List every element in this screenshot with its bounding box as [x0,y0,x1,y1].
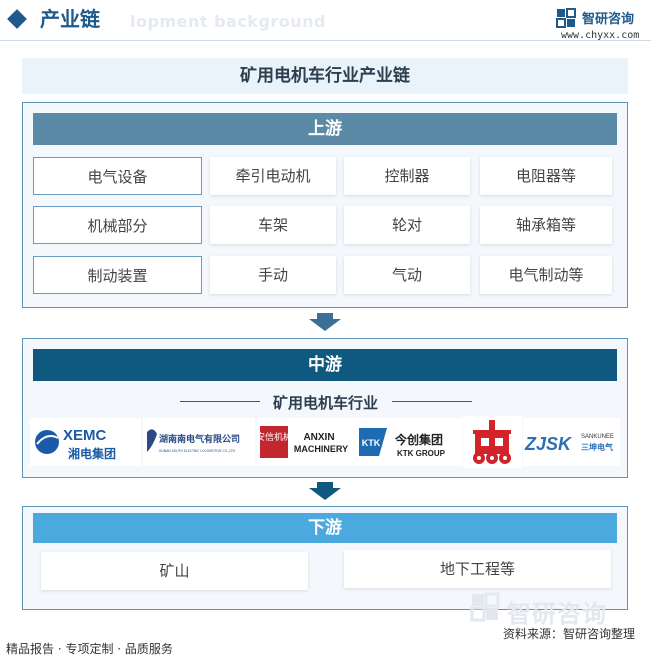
page-title: 产业链 [40,7,100,31]
anxin-logo-subtext: MACHINERY [294,444,348,454]
hunan-south-logo-text: 湖南南电气有限公司 [159,433,240,445]
flow-arrow-down-icon [309,482,341,500]
downstream-cell: 地下工程等 [344,550,611,588]
downstream-cell: 矿山 [41,552,308,590]
upstream-cell: 牵引电动机 [210,157,336,195]
diagram-title: 矿用电机车行业产业链 [22,58,628,94]
upstream-cell: 控制器 [344,157,470,195]
upstream-cell-head: 制动装置 [33,256,202,294]
anxin-seal-text: 安信机械 [257,431,292,443]
upstream-cell: 车架 [210,206,336,244]
midstream-line-left [180,401,260,402]
header-diamond-icon [7,9,27,29]
upstream-cell: 电气制动等 [480,256,612,294]
upstream-cell: 轴承箱等 [480,206,612,244]
upstream-cell-head: 机械部分 [33,206,202,244]
midstream-industry-label: 矿用电机车行业 [272,394,378,412]
upstream-cell: 气动 [344,256,470,294]
midstream-line-right [392,401,472,402]
upstream-cell: 电阻器等 [480,157,612,195]
midstream-label: 中游 [33,349,617,381]
upstream-label: 上游 [33,113,617,145]
anxin-logo: 安信机械 ANXIN MACHINERY [257,418,357,466]
xemc-logo-text: XEMC [63,427,107,444]
hunan-south-logo-subtext: HUNAN SOUTH ELECTRIC LOCOMOTIVE CO.,LTD [159,449,235,453]
sankunee-logo: ZJSK SANKUNEE 三坤电气 [523,418,620,466]
xemc-logo: XEMC 湘电集团 [30,418,141,466]
locomotive-logo [463,416,522,468]
brand-logo-icon [556,8,576,28]
xemc-logo-subtext: 湘电集团 [68,446,116,461]
downstream-label: 下游 [33,513,617,543]
sankunee-logo-subtext: SANKUNEE [581,434,614,440]
header-background-text: lopment background [130,12,327,31]
upstream-cell-head: 电气设备 [33,157,202,195]
sankunee-logo-text: ZJSK [524,434,573,454]
sankunee-logo-cn: 三坤电气 [581,442,613,452]
ktk-logo-text: 今创集团 [394,432,443,447]
watermark-brand: 智研咨询 [507,600,607,628]
ktk-badge-text: KTK [362,438,381,448]
upstream-cell: 轮对 [344,206,470,244]
source-note: 资料来源：智研咨询整理 [503,627,636,641]
upstream-cell: 手动 [210,256,336,294]
hunan-south-logo: 湖南南电气有限公司 HUNAN SOUTH ELECTRIC LOCOMOTIV… [143,418,255,466]
footer-tagline: 精品报告 · 专项定制 · 品质服务 [6,642,173,656]
ktk-logo: KTK 今创集团 KTK GROUP [357,418,462,466]
brand-name: 智研咨询 [582,12,635,27]
flow-arrow-down-icon [309,313,341,331]
anxin-logo-text: ANXIN [303,432,334,443]
brand-url: www.chyxx.com [561,30,640,41]
header-divider [0,40,651,41]
ktk-logo-subtext: KTK GROUP [397,449,446,458]
watermark-logo-icon [470,592,500,622]
